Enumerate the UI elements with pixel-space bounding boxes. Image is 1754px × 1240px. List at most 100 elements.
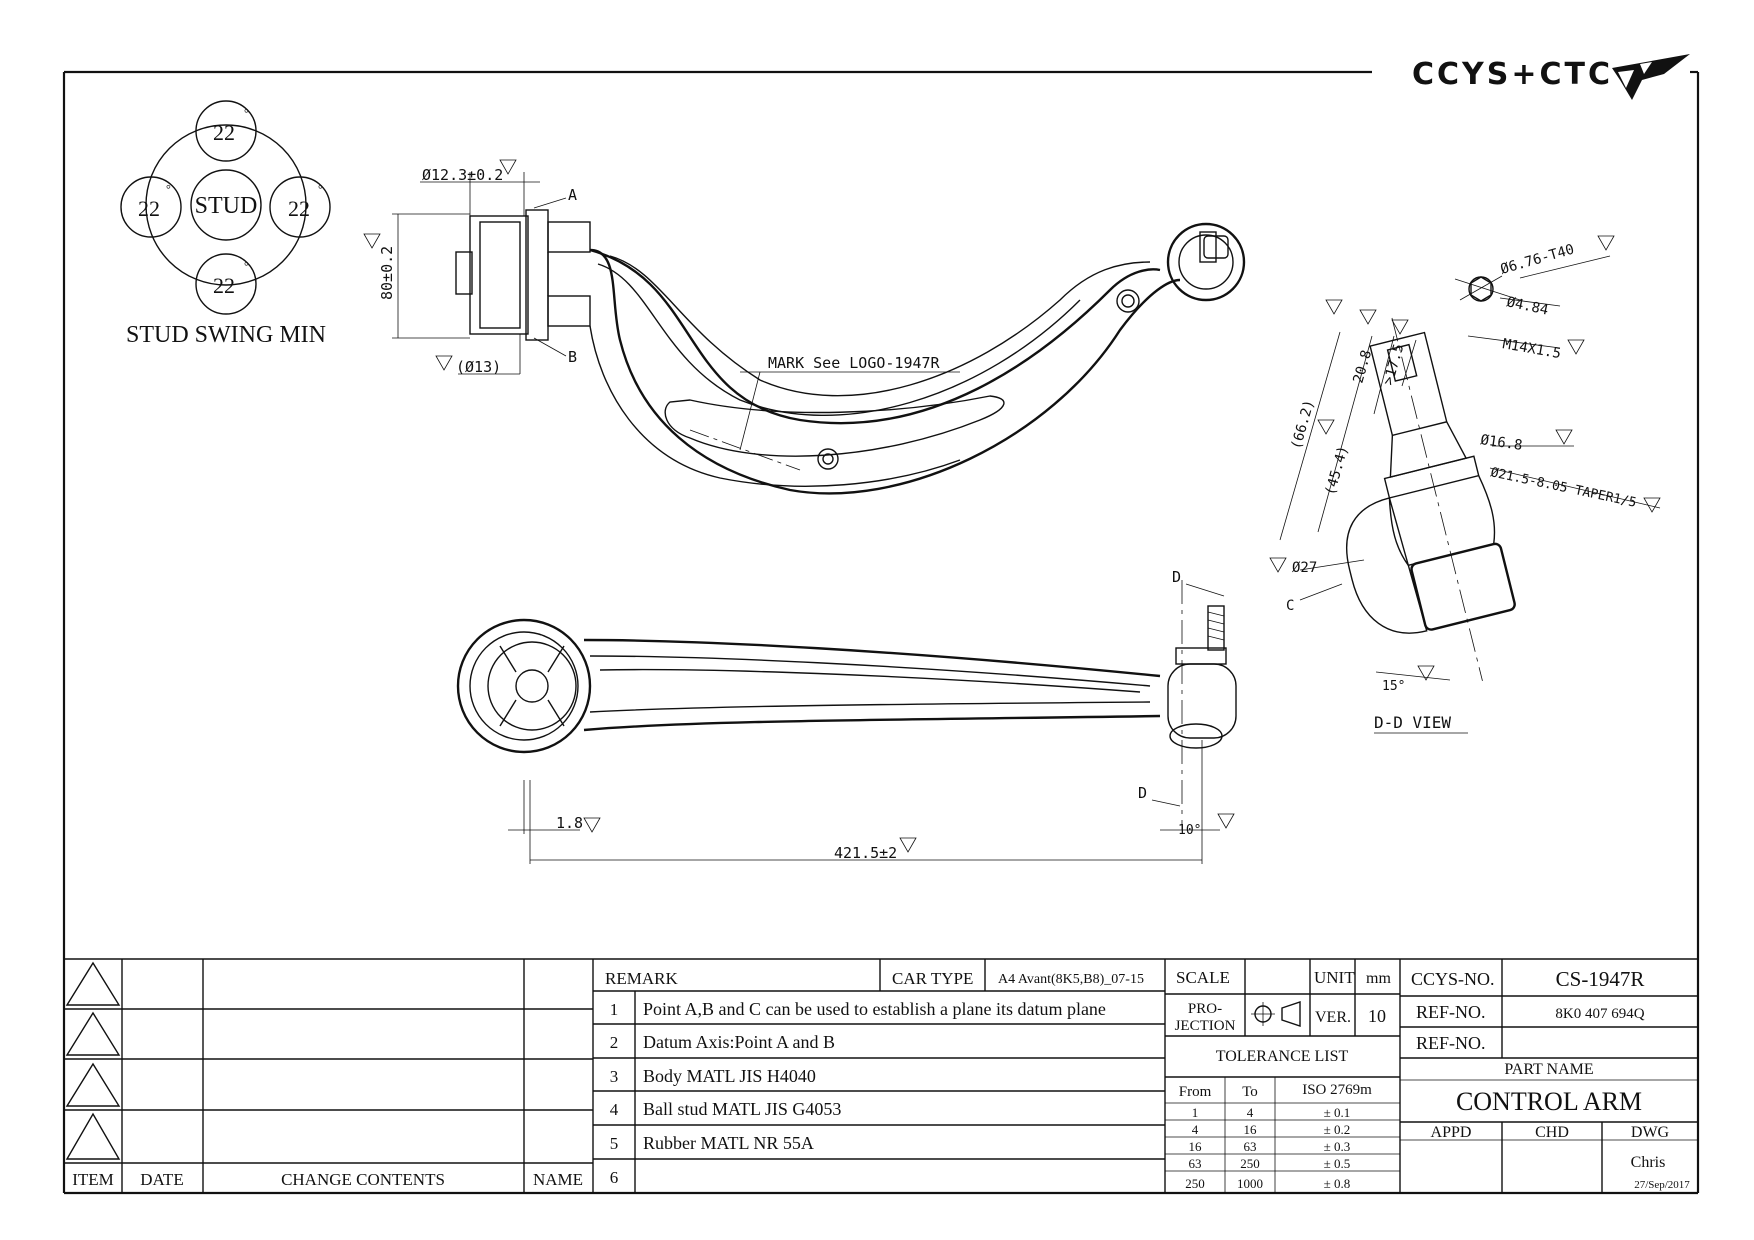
section-d-top: D bbox=[1172, 568, 1181, 586]
revision-triangle-1-icon bbox=[65, 961, 121, 1006]
dim-height: 80±0.2 bbox=[378, 246, 396, 300]
dim-bushing-dia: Ø12.3±0.2 bbox=[422, 166, 503, 184]
dim-taper: Ø21.5-8.05 TAPER1/5 bbox=[1489, 465, 1638, 511]
company-logo: CCYS+CTC bbox=[1412, 54, 1690, 100]
dim-16-8: Ø16.8 bbox=[1479, 432, 1523, 454]
tolerance-to: 4 bbox=[1247, 1105, 1254, 1120]
rev-header-change: CHANGE CONTENTS bbox=[281, 1170, 445, 1189]
projection-label-2: JECTION bbox=[1175, 1018, 1236, 1034]
car-type-label: CAR TYPE bbox=[892, 969, 973, 988]
dwg-name: Chris bbox=[1631, 1154, 1666, 1171]
rev-header-item: ITEM bbox=[72, 1170, 114, 1189]
third-angle-projection-icon bbox=[1251, 1001, 1301, 1027]
revision-triangle-4-icon bbox=[65, 1112, 121, 1160]
logo-wing-icon bbox=[1612, 54, 1690, 100]
dim-bore: (Ø13) bbox=[456, 358, 501, 376]
remark-text: Datum Axis:Point A and B bbox=[643, 1032, 835, 1052]
tolerance-from: 4 bbox=[1192, 1122, 1199, 1137]
section-title: D-D VIEW bbox=[1374, 713, 1451, 732]
appd-label: APPD bbox=[1431, 1124, 1472, 1141]
section-view-drawing: Ø6.76-T40 Ø4.84 M14X1.5 20.8 >17.5 (66.2… bbox=[1269, 235, 1661, 734]
tolerance-header-from: From bbox=[1179, 1084, 1212, 1100]
remark-label: REMARK bbox=[605, 969, 678, 988]
tolerance-value: ± 0.5 bbox=[1324, 1156, 1351, 1171]
dim-small-dia: Ø4.84 bbox=[1505, 294, 1550, 318]
ccys-no-value: CS-1947R bbox=[1556, 967, 1645, 991]
chd-label: CHD bbox=[1535, 1124, 1569, 1141]
degree-mark-right: ° bbox=[318, 182, 323, 196]
ref-no-value: 8K0 407 694Q bbox=[1555, 1006, 1644, 1022]
tolerance-title: TOLERANCE LIST bbox=[1216, 1048, 1349, 1065]
mark-note: MARK See LOGO-1947R bbox=[768, 354, 941, 372]
dwg-label: DWG bbox=[1631, 1124, 1670, 1141]
unit-value: mm bbox=[1366, 970, 1391, 987]
dim-45-4: (45.4) bbox=[1322, 444, 1351, 497]
rev-header-date: DATE bbox=[140, 1170, 183, 1189]
stud-swing-caption: STUD SWING MIN bbox=[126, 322, 326, 348]
dim-length: 421.5±2 bbox=[834, 844, 897, 862]
degree-mark-top: ° bbox=[244, 106, 249, 120]
ref-no-label: REF-NO. bbox=[1416, 1002, 1486, 1022]
tolerance-from: 63 bbox=[1189, 1156, 1202, 1171]
rev-header-name: NAME bbox=[533, 1170, 583, 1189]
degree-mark-left: ° bbox=[166, 182, 171, 196]
remark-no: 1 bbox=[610, 1000, 619, 1019]
tolerance-from: 250 bbox=[1185, 1176, 1205, 1191]
point-b-label: B bbox=[568, 348, 577, 366]
swing-angle-right: 22 bbox=[288, 196, 310, 221]
ver-value: 10 bbox=[1368, 1006, 1386, 1026]
remark-no: 2 bbox=[610, 1033, 619, 1052]
dim-thread: M14X1.5 bbox=[1501, 336, 1562, 362]
scale-label: SCALE bbox=[1176, 968, 1230, 987]
tolerance-to: 1000 bbox=[1237, 1176, 1263, 1191]
dim-20-8: 20.8 bbox=[1350, 348, 1375, 385]
drawing-frame bbox=[62, 70, 1700, 1195]
side-view-drawing: 1.8 421.5±2 10° D D bbox=[456, 568, 1237, 864]
remark-no: 3 bbox=[610, 1067, 619, 1086]
car-type-value: A4 Avant(8K5,B8)_07-15 bbox=[998, 972, 1144, 987]
tolerance-value: ± 0.1 bbox=[1324, 1105, 1351, 1120]
unit-label: UNIT bbox=[1314, 968, 1355, 987]
remark-no: 6 bbox=[610, 1168, 619, 1187]
remark-no: 4 bbox=[610, 1100, 619, 1119]
tolerance-from: 1 bbox=[1192, 1105, 1199, 1120]
part-name-value: CONTROL ARM bbox=[1456, 1087, 1642, 1116]
top-view-drawing: Ø12.3±0.2 80±0.2 (Ø13) A B MARK See LOGO… bbox=[363, 159, 1246, 495]
revision-triangle-2-icon bbox=[65, 1011, 121, 1056]
dim-27: Ø27 bbox=[1292, 560, 1317, 576]
dim-15-deg: 15° bbox=[1382, 679, 1405, 694]
swing-angle-left: 22 bbox=[138, 196, 160, 221]
tolerance-value: ± 0.3 bbox=[1324, 1139, 1351, 1154]
logo-text: CCYS+CTC bbox=[1412, 57, 1613, 92]
swing-angle-bottom: 22 bbox=[213, 273, 235, 298]
stud-swing-diagram: STUD 22 22 22 22 ° ° ° ° STUD SWING MIN bbox=[120, 100, 331, 348]
tolerance-header-to: To bbox=[1242, 1084, 1258, 1100]
degree-mark-bottom: ° bbox=[244, 259, 249, 273]
tolerance-value: ± 0.2 bbox=[1324, 1122, 1351, 1137]
dim-angle: 10° bbox=[1178, 823, 1201, 838]
tolerance-to: 63 bbox=[1244, 1139, 1257, 1154]
dwg-date: 27/Sep/2017 bbox=[1634, 1179, 1690, 1191]
tolerance-to: 16 bbox=[1244, 1122, 1258, 1137]
ref-no-2-label: REF-NO. bbox=[1416, 1033, 1486, 1053]
tolerance-value: ± 0.8 bbox=[1324, 1176, 1351, 1191]
tolerance-from: 16 bbox=[1189, 1139, 1203, 1154]
point-a-label: A bbox=[568, 186, 577, 204]
tolerance-header-iso: ISO 2769m bbox=[1302, 1082, 1372, 1098]
remark-text: Rubber MATL NR 55A bbox=[643, 1133, 814, 1153]
dim-taper-hex: Ø6.76-T40 bbox=[1499, 242, 1576, 278]
point-c-label: C bbox=[1286, 598, 1294, 614]
title-block: ITEM DATE CHANGE CONTENTS NAME REMARK CA… bbox=[64, 958, 1698, 1193]
ver-label: VER. bbox=[1315, 1009, 1351, 1026]
remark-text: Body MATL JIS H4040 bbox=[643, 1066, 816, 1086]
tolerance-to: 250 bbox=[1240, 1156, 1260, 1171]
ccys-no-label: CCYS-NO. bbox=[1411, 969, 1495, 989]
remark-no: 5 bbox=[610, 1134, 619, 1153]
swing-angle-top: 22 bbox=[213, 120, 235, 145]
projection-label-1: PRO- bbox=[1188, 1001, 1222, 1017]
revision-triangle-3-icon bbox=[65, 1062, 121, 1107]
remark-text: Ball stud MATL JIS G4053 bbox=[643, 1099, 841, 1119]
remark-text: Point A,B and C can be used to establish… bbox=[643, 999, 1106, 1019]
